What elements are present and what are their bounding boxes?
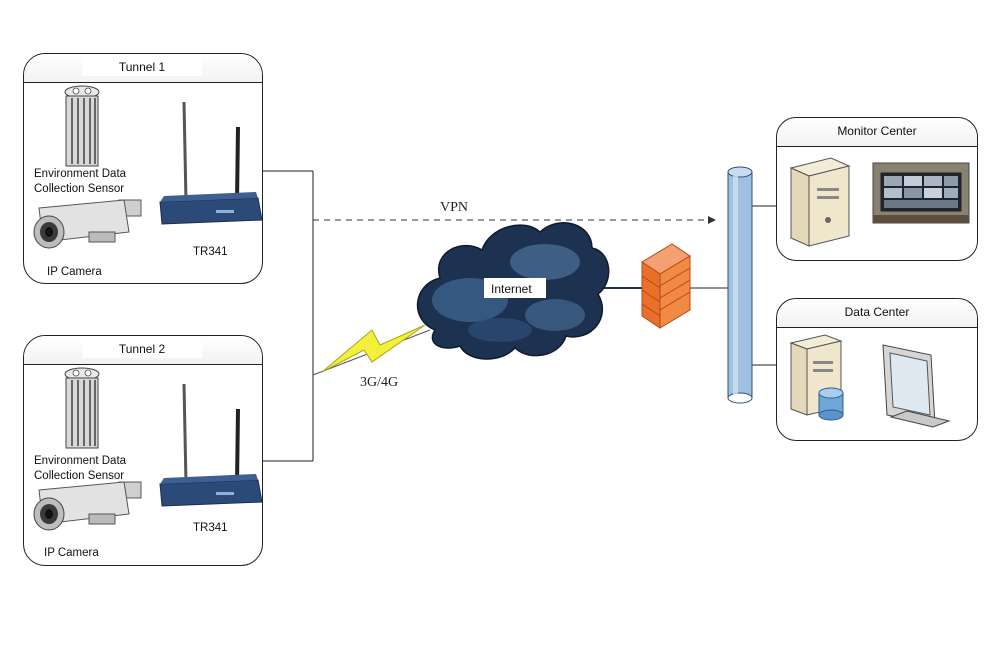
- tunnel1-panel: Tunnel 1: [23, 53, 263, 284]
- firewall-icon: [641, 243, 691, 329]
- server-tower-icon: [789, 157, 851, 247]
- router-icon: [159, 101, 263, 225]
- monitor-center-header: [777, 118, 977, 147]
- tunnel1-sensor-label-1: Environment Data: [34, 168, 127, 180]
- data-center-title: Data Center: [844, 305, 910, 319]
- tunnel1-title: Tunnel 1: [82, 58, 202, 76]
- tunnel2-panel: Tunnel 2 Environment: [23, 335, 263, 566]
- environment-sensor-icon: [64, 85, 100, 167]
- data-center-icons: [789, 334, 951, 428]
- video-wall-icon: [872, 162, 970, 224]
- data-center-header: [777, 299, 977, 328]
- monitor-center-panel: Monitor Center: [776, 117, 978, 261]
- internet-label: Internet: [491, 282, 532, 296]
- monitor-center-icons: [789, 157, 970, 247]
- ip-camera-icon: [33, 199, 142, 249]
- tunnel1-camera-label: IP Camera: [47, 266, 102, 278]
- router-icon: [159, 383, 263, 507]
- environment-sensor-icon: [64, 367, 100, 449]
- network-bus-icon: [727, 166, 753, 404]
- tunnel2-router-label: TR341: [193, 522, 228, 534]
- lightning-icon: [321, 324, 426, 373]
- database-icon: [818, 387, 844, 421]
- tunnel2-title: Tunnel 2: [82, 340, 202, 358]
- tunnel2-sensor-label-1: Environment Data: [34, 455, 127, 467]
- tunnel2-sensor-label-2: Collection Sensor: [34, 470, 125, 482]
- monitor-center-title: Monitor Center: [837, 124, 917, 138]
- wireless-label: 3G/4G: [360, 375, 399, 390]
- tunnel1-router-label: TR341: [193, 246, 228, 258]
- internet-cloud-icon: [416, 222, 610, 360]
- vpn-label: VPN: [440, 200, 469, 215]
- data-center-panel: Data Center: [776, 298, 978, 441]
- vpn-arrowhead: [708, 216, 716, 224]
- tunnel1-icons: [33, 85, 263, 249]
- tunnel2-camera-label: IP Camera: [44, 547, 99, 559]
- tunnel1-sensor-label-2: Collection Sensor: [34, 183, 125, 195]
- tunnel2-icons: [33, 367, 263, 531]
- monitor-icon: [882, 344, 951, 428]
- ip-camera-icon: [33, 481, 142, 531]
